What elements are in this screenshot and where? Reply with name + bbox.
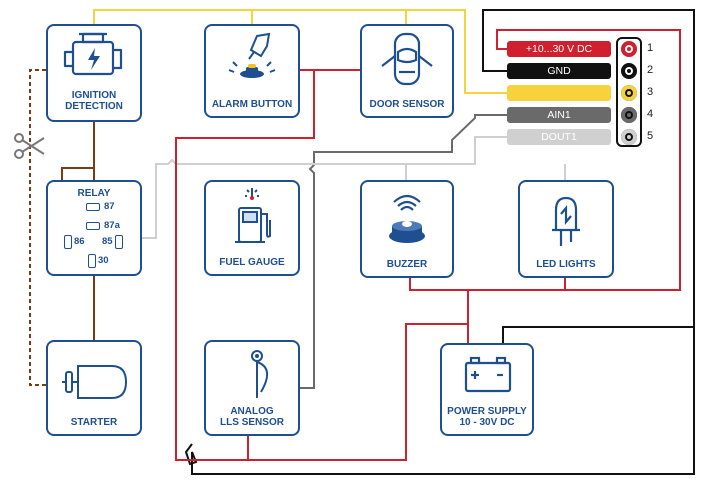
led-icon	[520, 182, 612, 254]
relay-terminal-85: 85	[102, 236, 113, 247]
ground-wire-power	[502, 326, 694, 343]
pin-1-label: +10...30 V DC	[507, 41, 611, 57]
pin-3-dot	[621, 85, 637, 101]
relay-terminal-30: 30	[98, 255, 109, 266]
relay-terminal-87a-icon	[86, 222, 100, 230]
alarm-label: ALARM BUTTON	[211, 99, 293, 110]
pin-3-label	[507, 85, 611, 101]
buzzer-box: BUZZER	[360, 180, 454, 278]
buzzer-icon	[362, 182, 452, 254]
pin-1-number: 1	[647, 42, 654, 54]
pin-5-label: DOUT1	[507, 129, 611, 145]
power-label: POWER SUPPLY 10 - 30V DC	[447, 406, 527, 428]
yellow-wire	[93, 9, 517, 94]
buzzer-label: BUZZER	[386, 259, 428, 270]
relay-terminal-86: 86	[74, 236, 85, 247]
pin-2-dot	[621, 63, 637, 79]
pin-2-number: 2	[647, 64, 654, 76]
relay-terminal-86-icon	[64, 235, 72, 249]
pin-4-number: 4	[647, 108, 654, 120]
fuel-label: FUEL GAUGE	[219, 257, 285, 268]
pin-4-label: AIN1	[507, 107, 611, 123]
starter-label: STARTER	[70, 417, 118, 428]
lls-sensor-box: ANALOG LLS SENSOR	[204, 340, 300, 436]
pin-4-dot	[621, 107, 637, 123]
fuel-gauge-box: FUEL GAUGE	[204, 180, 300, 276]
relay-title: RELAY	[77, 188, 111, 199]
power-supply-box: POWER SUPPLY 10 - 30V DC	[440, 343, 534, 436]
car-door-icon	[362, 26, 452, 94]
pressing-hand-icon	[206, 26, 298, 94]
ignition-detection-box: IGNITION DETECTION	[46, 24, 142, 122]
lls-label: ANALOG LLS SENSOR	[220, 406, 284, 428]
starter-box: STARTER	[46, 340, 142, 436]
alarm-button-box: ALARM BUTTON	[204, 24, 300, 118]
relay-box: RELAY	[46, 180, 142, 276]
ignition-label: IGNITION DETECTION	[65, 90, 123, 112]
pin-2-label: GND	[507, 63, 611, 79]
relay-terminal-87-icon	[86, 203, 100, 211]
door-label: DOOR SENSOR	[369, 99, 445, 110]
power-wire-main	[175, 70, 469, 461]
battery-icon	[442, 345, 532, 412]
fuel-pump-icon	[206, 182, 298, 252]
relay-terminal-85-icon	[115, 235, 123, 249]
led-label: LED LIGHTS	[536, 259, 596, 270]
pin-5-number: 5	[647, 130, 654, 142]
analog-wire	[300, 114, 517, 389]
power-wire	[409, 29, 681, 291]
cut-wire	[29, 69, 46, 386]
relay-terminal-87a: 87a	[104, 220, 120, 231]
pin-3-number: 3	[647, 86, 654, 98]
pin-5-dot	[621, 129, 637, 145]
led-lights-box: LED LIGHTS	[518, 180, 614, 278]
lls-probe-icon	[206, 342, 298, 412]
door-sensor-box: DOOR SENSOR	[360, 24, 454, 118]
pin-1-dot	[621, 41, 637, 57]
relay-terminal-30-icon	[88, 254, 96, 268]
engine-icon	[48, 26, 140, 98]
relay-terminal-87: 87	[104, 201, 115, 212]
dout-wire	[132, 136, 517, 239]
starter-motor-icon	[48, 342, 140, 412]
scissors-icon	[12, 132, 48, 165]
